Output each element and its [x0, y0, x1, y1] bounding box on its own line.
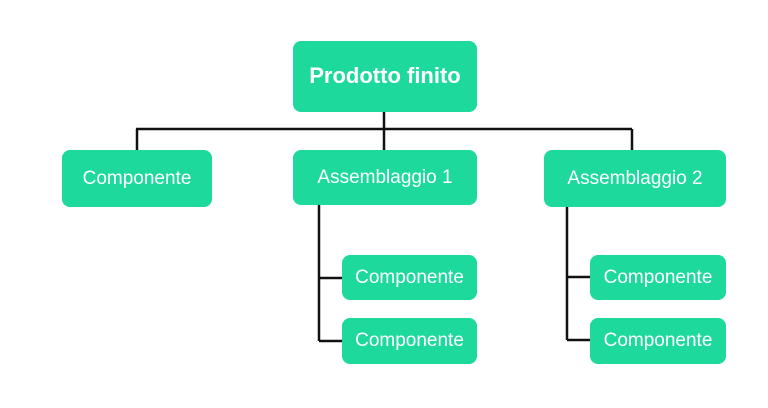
node-componente[interactable]: Componente	[62, 150, 212, 207]
node-assemblaggio-1[interactable]: Assemblaggio 1	[293, 150, 477, 205]
node-assemblaggio-1-label: Assemblaggio 1	[317, 166, 453, 188]
node-componente-label: Componente	[82, 167, 192, 189]
node-assemblaggio-2-componente-1[interactable]: Componente	[590, 255, 726, 300]
node-assemblaggio-1-componente-2[interactable]: Componente	[342, 318, 477, 364]
node-assemblaggio-1-componente-1[interactable]: Componente	[342, 255, 477, 300]
node-assemblaggio-2-componente-1-label: Componente	[603, 266, 713, 288]
node-assemblaggio-2-componente-2-label: Componente	[603, 330, 713, 352]
node-assemblaggio-1-componente-2-label: Componente	[355, 330, 464, 352]
connector-group	[135, 112, 634, 343]
root-node[interactable]: Prodotto finito	[293, 41, 477, 112]
node-assemblaggio-2-label: Assemblaggio 2	[567, 167, 703, 189]
root-node-label: Prodotto finito	[309, 63, 461, 89]
node-assemblaggio-1-componente-1-label: Componente	[355, 266, 464, 288]
node-assemblaggio-2[interactable]: Assemblaggio 2	[544, 150, 726, 207]
node-assemblaggio-2-componente-2[interactable]: Componente	[590, 318, 726, 364]
